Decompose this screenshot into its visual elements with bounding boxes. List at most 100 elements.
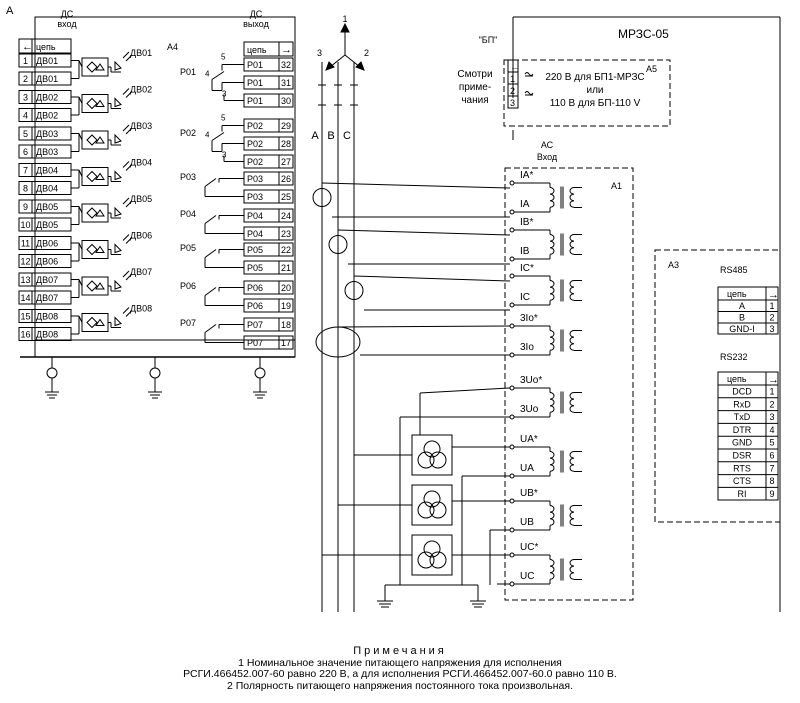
terminal-point: [509, 209, 515, 215]
vt-winding: [423, 440, 441, 458]
voltage-transformer-a: [411, 434, 453, 476]
light-ray-icon: [125, 54, 133, 62]
notes-title: Примечания: [353, 645, 447, 657]
optocoupler: [81, 276, 109, 296]
output-terminal-name: Р01: [247, 60, 263, 70]
diode-icon: [95, 172, 105, 180]
diode-icon: [95, 209, 105, 217]
optocoupler: [81, 313, 109, 332]
arrow-left-icon: ←: [510, 62, 520, 73]
terminal-point: [509, 581, 515, 587]
arrow-left-icon: ←: [22, 41, 33, 53]
supply-text: 110 В для БП-110 V: [550, 98, 641, 109]
input-terminal-number: 11: [21, 239, 30, 249]
coil-secondary: [569, 559, 575, 580]
rs232-pin-name: RI: [738, 489, 747, 499]
output-terminal-number: 28: [281, 139, 291, 149]
ac-input-label: UA: [520, 463, 534, 474]
input-terminal-number: 13: [20, 275, 30, 285]
diode-bridge-icon: [86, 207, 98, 219]
coil-secondary: [569, 330, 575, 351]
diode-bridge-icon: [86, 316, 98, 329]
notes-block: Примечания 1 Номинальное значение питающ…: [0, 645, 800, 692]
ct-wire: [321, 182, 511, 189]
light-ray-icon: [125, 91, 133, 98]
ac-input-label: IB*: [520, 217, 533, 228]
output-terminal-number: 27: [281, 157, 291, 167]
terminal-point: [509, 473, 515, 479]
rs232-pin-name: RTS: [733, 463, 751, 473]
output-terminal-number: 29: [281, 121, 291, 131]
contact-blade: [211, 132, 225, 141]
rs485-pin-number: 3: [769, 324, 774, 334]
led-label: ДВ03: [130, 121, 152, 131]
diode-icon: [95, 136, 105, 144]
vt-winding: [417, 451, 435, 469]
vt-winding: [423, 540, 441, 558]
input-terminal-number: 6: [23, 147, 28, 157]
contact-number: 3: [222, 90, 227, 99]
terminal-point: [509, 498, 515, 504]
input-terminal-number: 9: [23, 202, 28, 212]
input-terminal-number: 8: [23, 184, 28, 194]
rs232-title: RS232: [720, 352, 748, 362]
output-terminal-number: 19: [281, 301, 291, 311]
input-terminal-name: ДВ08: [36, 330, 58, 340]
rs232-pin-name: DSR: [732, 451, 752, 461]
output-terminal-name: Р05: [247, 245, 263, 255]
input-terminal-number: 12: [20, 257, 30, 267]
bp-label: "БП": [479, 35, 498, 45]
input-terminal-name: ДВ05: [36, 202, 58, 212]
diode-icon: [95, 63, 105, 71]
input-terminal-name: ДВ06: [36, 239, 58, 249]
phase-label-right: 2: [364, 48, 369, 58]
input-transformer-6: [514, 446, 582, 477]
coil-secondary: [569, 280, 575, 301]
light-ray-icon: [125, 127, 133, 135]
output-terminal-number: 17: [281, 338, 291, 348]
input-transformer-7: [514, 500, 582, 531]
light-ray-icon: [125, 237, 133, 244]
rs485-header: цепь: [727, 289, 747, 299]
output-terminal-number: 25: [281, 192, 291, 202]
input-transformer-3: [514, 275, 582, 306]
terminal-point: [509, 352, 515, 358]
vt-winding: [429, 551, 447, 569]
output-chain-header: цепь: [247, 45, 267, 55]
rs232-pin-name: CTS: [733, 476, 751, 486]
wire: [78, 169, 83, 177]
see-note-text: Смотри: [457, 69, 492, 80]
ct-wire: [337, 325, 511, 328]
coil-primary: [549, 505, 555, 526]
input-transformer-2: [514, 229, 582, 260]
led-icon: [114, 97, 122, 108]
output-terminal-number: 21: [281, 263, 291, 273]
supply-text: или: [586, 85, 603, 96]
a1-label: A1: [611, 181, 622, 191]
input-chain-header: цепь: [36, 42, 56, 52]
coil-secondary: [569, 451, 575, 472]
dc-input-heading: ДС: [61, 9, 74, 19]
diode-bridge-icon: [86, 243, 98, 256]
contact-blade: [204, 249, 217, 258]
contact-blade: [204, 178, 217, 187]
input-terminal-name: ДВ02: [36, 111, 58, 121]
light-ray-icon: [125, 273, 133, 281]
wire: [78, 60, 83, 68]
relay-name: Р07: [180, 318, 196, 328]
output-terminal-number: 18: [281, 320, 291, 330]
rs232-pin-number: 3: [769, 412, 774, 422]
ac-input-label: IA: [520, 199, 530, 210]
current-transformer-1: [312, 182, 511, 218]
terminal-point: [509, 444, 515, 450]
output-terminal-name: Р07: [247, 320, 263, 330]
rs485-pin-name: GND-I: [729, 324, 755, 334]
coil-secondary: [569, 505, 575, 526]
output-terminal-number: 31: [281, 78, 291, 88]
ac-input-label: IC: [520, 292, 530, 303]
ct-ring: [328, 235, 348, 254]
